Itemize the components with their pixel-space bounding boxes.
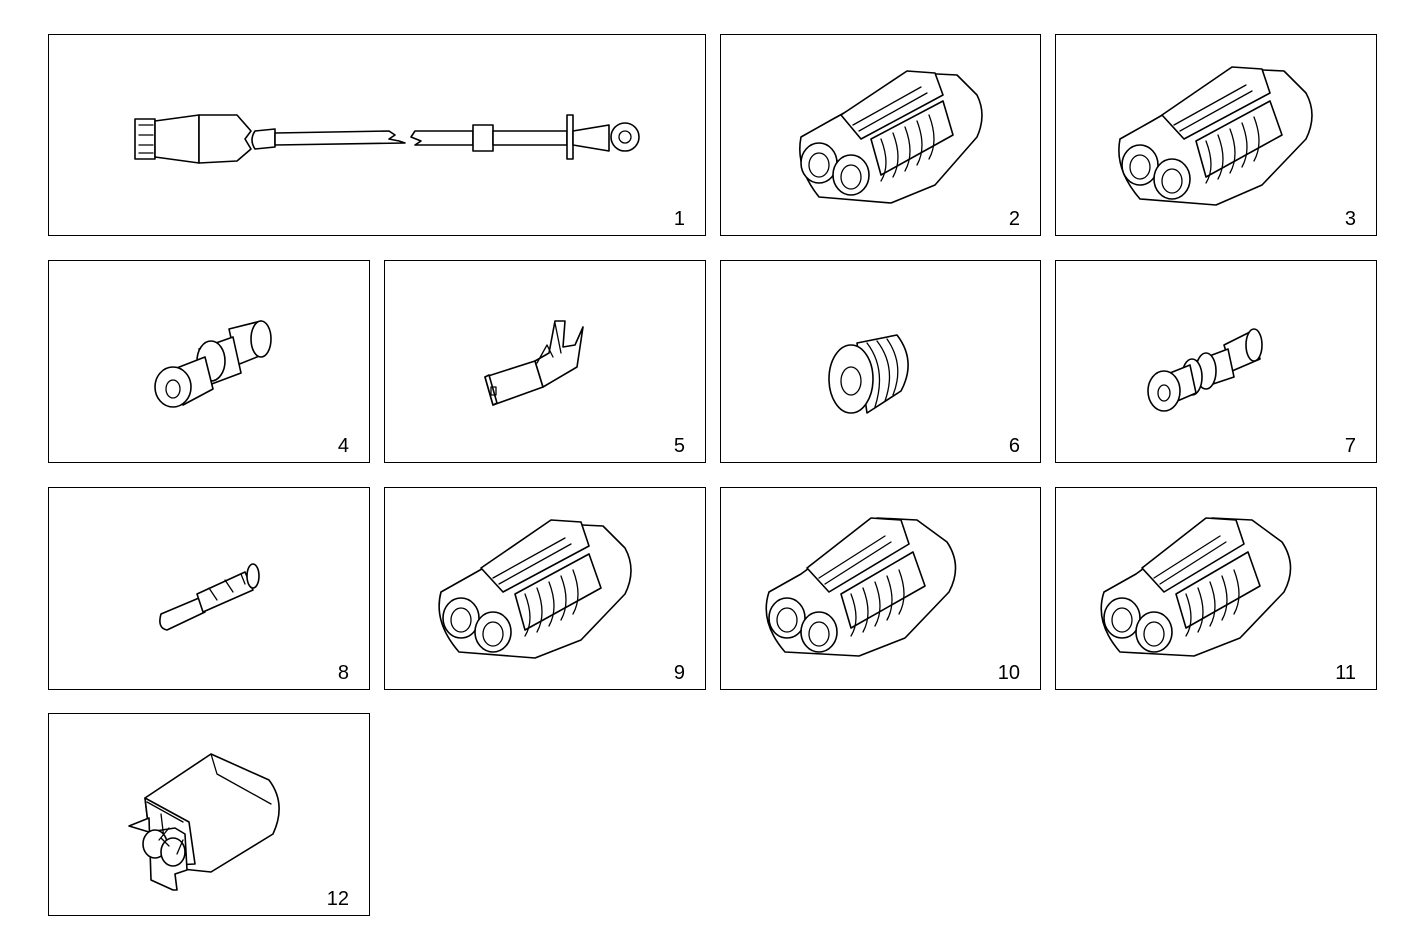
part-panel-2[interactable]: 2 [720,34,1041,236]
part-panel-6[interactable]: 6 [720,260,1041,463]
two-pin-connector-drawing [765,517,957,657]
part-number-2: 2 [1008,208,1020,230]
two-pin-connector-drawing [1100,517,1292,657]
two-pin-connector-drawing [799,70,983,204]
part-panel-10[interactable]: 10 [720,487,1041,690]
connector-housing-drawing [128,753,280,891]
cable-harness-drawing [134,114,640,164]
terminal-drawing [484,320,584,406]
part-panel-3[interactable]: 3 [1055,34,1377,236]
part-number-11: 11 [1335,662,1356,684]
part-number-9: 9 [673,662,685,684]
seal-drawing [1147,328,1263,412]
part-number-1: 1 [673,208,685,230]
part-panel-4[interactable]: 4 [48,260,370,463]
part-number-12: 12 [326,888,349,910]
part-panel-7[interactable]: 7 [1055,260,1377,463]
blank-seal-drawing [828,334,909,414]
part-panel-1[interactable]: 1 [48,34,706,236]
part-number-10: 10 [997,662,1020,684]
part-panel-8[interactable]: 8 [48,487,370,690]
two-pin-connector-drawing [438,519,632,659]
blade-terminal-drawing [159,563,260,631]
part-panel-9[interactable]: 9 [384,487,706,690]
part-panel-5[interactable]: 5 [384,260,706,463]
seal-drawing [154,320,272,408]
two-pin-connector-drawing [1118,66,1313,206]
part-panel-11[interactable]: 11 [1055,487,1377,690]
part-number-8: 8 [337,662,349,684]
part-number-4: 4 [337,435,349,457]
part-number-3: 3 [1344,208,1356,230]
part-panel-12[interactable]: 12 [48,713,370,916]
part-number-7: 7 [1344,435,1356,457]
part-number-6: 6 [1008,435,1020,457]
part-number-5: 5 [673,435,685,457]
